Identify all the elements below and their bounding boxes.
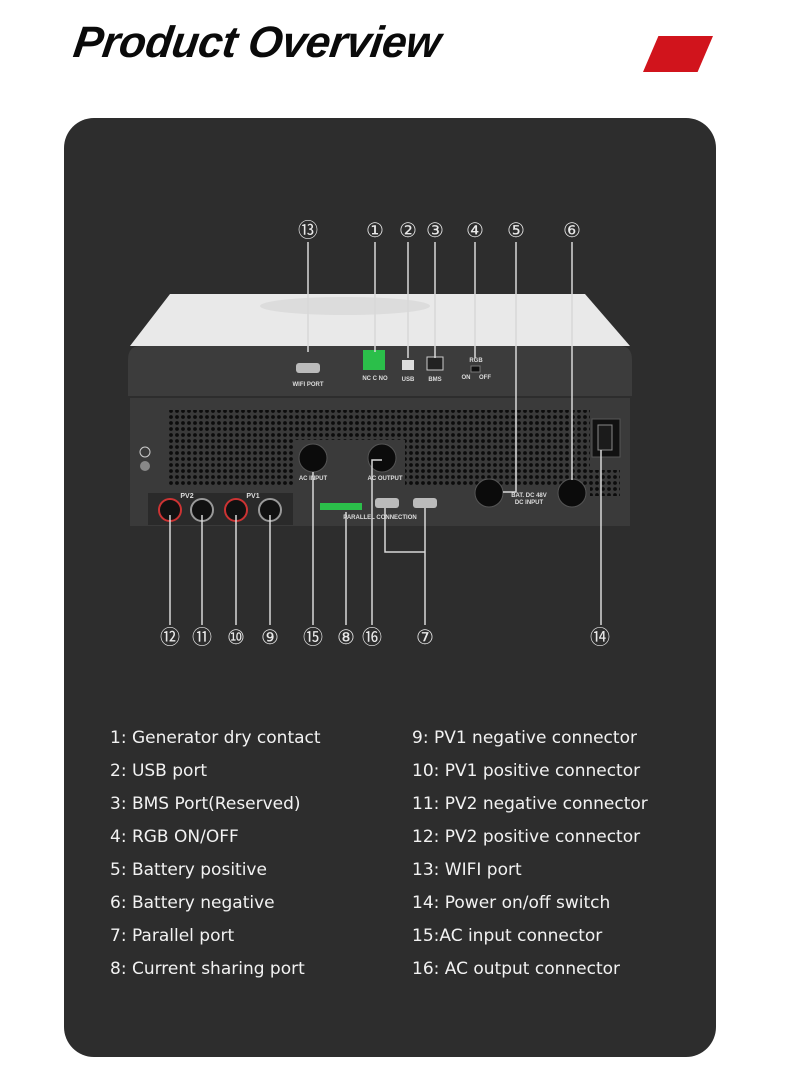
device-upper-panel: [128, 346, 632, 396]
callout-9: ⑨: [261, 625, 279, 649]
leader-lines: [169, 242, 602, 625]
legend-item: 14: Power on/off switch: [412, 893, 611, 913]
bms-label: BMS: [428, 377, 441, 383]
vent-grille-right-low: [590, 470, 620, 496]
legend-item: 4: RGB ON/OFF: [110, 827, 239, 847]
legend-item: 1: Generator dry contact: [110, 728, 321, 748]
callout-6: ⑥: [563, 218, 581, 242]
dry-contact-label: NC C NO: [362, 376, 388, 382]
legend-item: 8: Current sharing port: [110, 959, 305, 979]
battery-positive-connector: [474, 478, 504, 508]
ground-icon: [139, 446, 151, 458]
wifi-port: [296, 363, 320, 373]
battery-input-label-1: BAT. DC 48V: [511, 493, 547, 499]
legend-left-column: 1: Generator dry contact 2: USB port 3: …: [110, 722, 321, 986]
legend-item: 5: Battery positive: [110, 860, 267, 880]
callout-16: ⑯: [362, 625, 382, 649]
callout-numbers: ⑬ ① ② ③ ④ ⑤ ⑥ ⑫ ⑪ ⑩ ⑨ ⑮ ⑧ ⑯ ⑦ ⑭: [160, 218, 610, 649]
bms-port: [426, 356, 444, 371]
leader-5: [503, 242, 517, 493]
leader-16: [371, 459, 382, 625]
callout-11: ⑪: [192, 625, 212, 649]
callout-3: ③: [426, 218, 444, 242]
legend-item: 3: BMS Port(Reserved): [110, 794, 301, 814]
ac-output-connector: [367, 443, 397, 473]
callout-14: ⑭: [590, 625, 610, 649]
usb-port: [402, 360, 414, 370]
legend-item: 12: PV2 positive connector: [412, 827, 641, 847]
callout-5: ⑤: [507, 218, 525, 242]
legend-item: 13: WIFI port: [412, 860, 522, 880]
ac-output-label: AC OUTPUT: [368, 476, 403, 482]
legend-item: 6: Battery negative: [110, 893, 275, 913]
parallel-label: PARALLEL CONNECTION: [343, 515, 416, 521]
overview-card: [64, 118, 716, 1057]
ac-input-connector: [298, 443, 328, 473]
ground-screw: [140, 461, 150, 471]
battery-negative-connector: [557, 478, 587, 508]
device-top-lid: [130, 294, 630, 346]
pv2-label: PV2: [180, 493, 193, 500]
power-switch: [597, 424, 613, 451]
legend-item: 9: PV1 negative connector: [412, 728, 637, 748]
leader-7: [384, 508, 426, 625]
callout-2: ②: [399, 218, 417, 242]
callout-10: ⑩: [227, 625, 245, 649]
parallel-port-2: [413, 498, 437, 508]
callout-7: ⑦: [416, 625, 434, 649]
dry-contact-terminal: [363, 350, 385, 370]
legend-item: 15:AC input connector: [412, 926, 603, 946]
lid-logo: [260, 297, 430, 315]
callout-15: ⑮: [303, 625, 323, 649]
rgb-switch: [470, 365, 481, 373]
legend-item: 7: Parallel port: [110, 926, 235, 946]
legend-item: 11: PV2 negative connector: [412, 794, 648, 814]
rgb-on-label: ON: [462, 375, 471, 381]
vent-grille-middle: [290, 410, 405, 440]
legend-item: 2: USB port: [110, 761, 208, 781]
callout-4: ④: [466, 218, 484, 242]
wifi-port-label: WIFI PORT: [293, 382, 324, 388]
callout-12: ⑫: [160, 625, 180, 649]
legend-item: 10: PV1 positive connector: [412, 761, 641, 781]
parallel-port-1: [375, 498, 399, 508]
legend-item: 16: AC output connector: [412, 959, 621, 979]
rgb-label: RGB: [469, 358, 483, 364]
current-sharing-port: [320, 503, 362, 510]
rgb-off-label: OFF: [479, 375, 491, 381]
battery-input-label-2: DC INPUT: [515, 500, 544, 506]
usb-label: USB: [402, 377, 415, 383]
pv1-label: PV1: [246, 493, 259, 500]
callout-1: ①: [366, 218, 384, 242]
callout-8: ⑧: [337, 625, 355, 649]
vent-grille-left: [167, 410, 295, 485]
vent-grille-right: [405, 410, 590, 485]
legend-right-column: 9: PV1 negative connector 10: PV1 positi…: [412, 722, 648, 986]
callout-13: ⑬: [298, 218, 318, 242]
